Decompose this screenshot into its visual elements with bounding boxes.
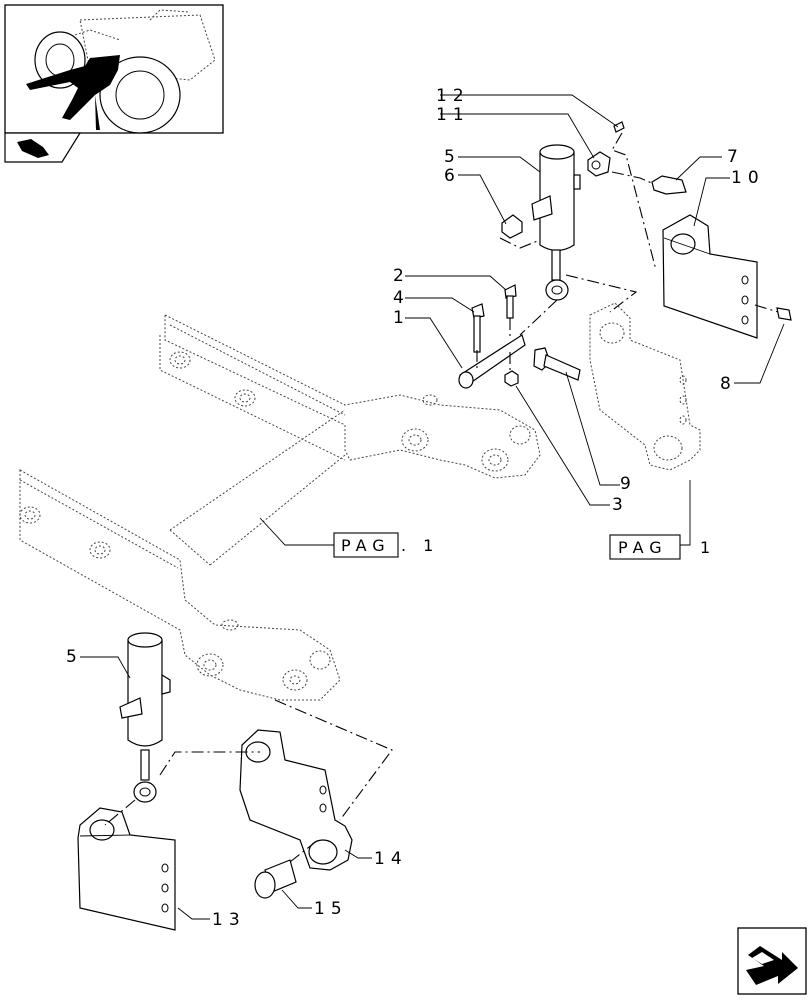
screw-2 (504, 284, 517, 319)
grease-nipple-7 (651, 175, 687, 195)
next-page-arrow-icon[interactable] (737, 927, 807, 995)
bracket-14 (239, 729, 353, 871)
callout-labels: 12 11 5 6 7 10 2 4 1 8 9 3 5 14 13 15 (66, 86, 765, 930)
callout-12: 12 (436, 86, 470, 106)
page-reference-right-number: 1 (700, 538, 716, 557)
bracket-block-10 (662, 214, 758, 339)
callout-11: 11 (436, 105, 470, 125)
pin-15 (254, 859, 297, 899)
callout-8: 8 (720, 374, 737, 394)
page-reference-right[interactable]: PAG 1 (609, 534, 716, 560)
page-reference-left-box: PAG (341, 536, 391, 555)
section-symbol-icon (4, 132, 82, 163)
callout-4: 4 (393, 288, 410, 308)
callout-5-lower: 5 (66, 647, 83, 667)
callout-2: 2 (393, 266, 410, 286)
page-reference-left[interactable]: PAG . 1 (333, 532, 439, 558)
block-13 (77, 807, 176, 931)
callout-3: 3 (612, 495, 629, 515)
bushing-11 (587, 151, 611, 177)
callout-5-upper: 5 (444, 147, 461, 167)
callout-6: 6 (444, 166, 461, 186)
bolt-9 (533, 347, 581, 381)
bushing-6 (501, 214, 523, 239)
assembly-lines (104, 132, 779, 863)
front-axle-support-frame (19, 314, 541, 701)
pin-8 (776, 307, 792, 321)
page-reference-left-number: . 1 (401, 536, 439, 555)
cylinder-lower (119, 632, 171, 803)
pivot-pin-1 (458, 334, 526, 389)
callout-15: 15 (314, 899, 348, 919)
leader-lines (80, 94, 785, 920)
callout-1: 1 (393, 308, 410, 328)
screw-4 (471, 303, 485, 353)
callout-9: 9 (620, 474, 637, 494)
tractor-locator-icon (4, 4, 224, 134)
callout-13: 13 (212, 910, 246, 930)
callout-14: 14 (374, 849, 408, 869)
screw-12 (613, 121, 625, 133)
callout-10: 10 (731, 168, 765, 188)
callout-7: 7 (727, 147, 744, 167)
page-reference-right-box: PAG (618, 538, 668, 557)
ghost-bracket-upper (589, 302, 701, 471)
nut-3 (504, 370, 519, 387)
cylinder-upper (531, 144, 581, 301)
